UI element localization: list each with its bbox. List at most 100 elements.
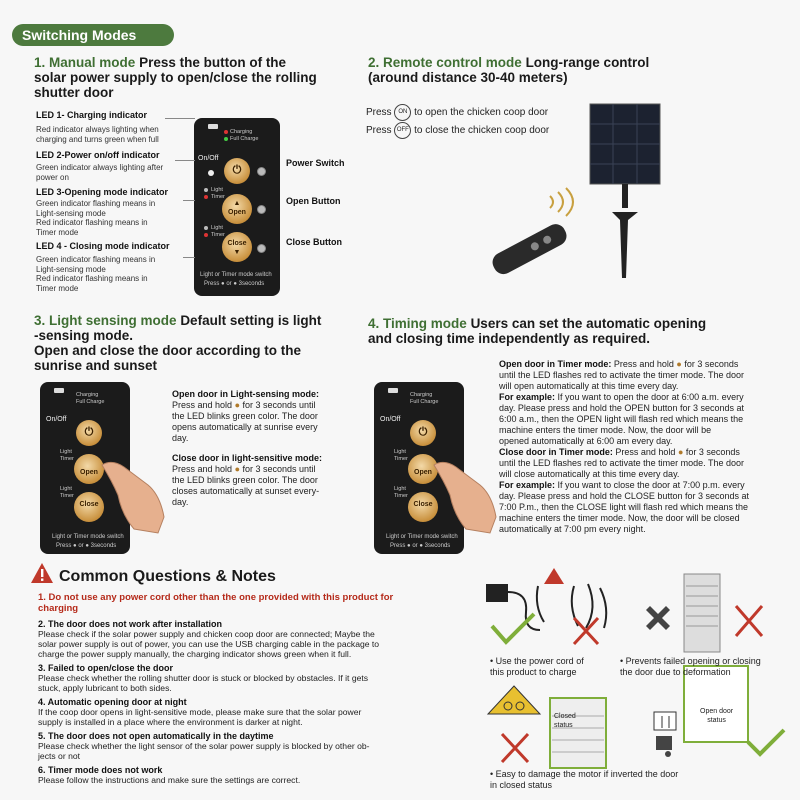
panel3-open-button[interactable]: Open bbox=[408, 454, 438, 484]
power-switch-label: Power Switch bbox=[286, 158, 345, 168]
remote-desc1: Long-range control bbox=[525, 55, 650, 70]
caution-sign-icon bbox=[486, 685, 542, 715]
panel3-light-label: Light bbox=[394, 449, 406, 455]
battery-icon bbox=[208, 124, 218, 129]
charging-led bbox=[224, 130, 228, 134]
timer-led bbox=[204, 195, 208, 199]
close-button-icon-2: ● bbox=[677, 447, 684, 457]
open-door-icon bbox=[683, 665, 749, 743]
panel3-press-instruction: Press ● or ● 3seconds bbox=[390, 543, 451, 549]
light-close-title: Close door in light-sensitive mode: bbox=[172, 453, 323, 463]
timer-led-2 bbox=[204, 233, 208, 237]
panel-timer-label-2: Timer bbox=[211, 232, 225, 238]
led4-desc3: Red indicator flashing means in bbox=[36, 274, 148, 283]
led2-title: LED 2-Power on/off indicator bbox=[36, 150, 160, 160]
timer-instructions: Open door in Timer mode: Press and hold … bbox=[499, 359, 749, 534]
close-button-icon: ● bbox=[234, 464, 240, 474]
panel2-onoff-label: On/Off bbox=[46, 416, 67, 423]
panel2-timer-label-2: Timer bbox=[60, 493, 74, 499]
timing-desc2: and closing time independently as requir… bbox=[368, 331, 651, 346]
close-button[interactable]: Close▼ bbox=[222, 232, 252, 262]
light-num: 3. bbox=[34, 313, 46, 328]
remote-off-instruction: Press OFF to close the chicken coop door bbox=[366, 122, 549, 139]
battery-icon-3 bbox=[388, 388, 398, 393]
panel-switch-label: Light or Timer mode switch bbox=[200, 272, 272, 278]
led3-leader bbox=[183, 200, 195, 201]
timing-mode-name: Timing mode bbox=[383, 316, 467, 331]
light-desc3: Open and close the door according to the bbox=[34, 343, 302, 358]
panel2-timer-label: Timer bbox=[60, 456, 74, 462]
faq-q4: 4. Automatic opening door at night bbox=[38, 697, 187, 707]
led4-leader bbox=[183, 257, 195, 258]
panel2-power-button[interactable]: ⏻ bbox=[76, 420, 102, 446]
manual-desc1: Press the button of the bbox=[139, 55, 287, 70]
light-desc2: -sensing mode. bbox=[34, 328, 134, 343]
off-icon: OFF bbox=[394, 122, 412, 139]
manual-mode-heading: 1. Manual mode Press the button of the s… bbox=[34, 55, 334, 100]
manual-desc3: shutter door bbox=[34, 85, 114, 100]
cross-icon bbox=[572, 616, 600, 646]
panel2-close-button[interactable]: Close bbox=[74, 492, 104, 522]
battery-icon-2 bbox=[54, 388, 64, 393]
timer-open-title: Open door in Timer mode: bbox=[499, 359, 612, 369]
timer-close-title: Close door in Timer mode: bbox=[499, 447, 613, 457]
panel3-full-label: Full Charge bbox=[410, 399, 439, 405]
led3-desc3: Red indicator flashing means in bbox=[36, 218, 148, 227]
cross-icon-2 bbox=[734, 605, 764, 637]
power-led bbox=[208, 170, 214, 176]
warning-icon bbox=[31, 563, 53, 583]
panel3-charging-label: Charging bbox=[410, 392, 433, 398]
solar-panel-icon bbox=[589, 103, 661, 278]
manual-mode-name: Manual mode bbox=[49, 55, 136, 70]
check-icon-2 bbox=[746, 728, 786, 757]
led3-desc1: Green indicator flashing means in bbox=[36, 199, 156, 208]
panel3-switch-label: Light or Timer mode switch bbox=[386, 534, 458, 540]
led4-title: LED 4 - Closing mode indicator bbox=[36, 241, 170, 251]
led2-leader bbox=[175, 160, 195, 161]
led1-desc1: Red indicator always lighting when bbox=[36, 125, 159, 134]
faq-title: Common Questions & Notes bbox=[59, 568, 276, 585]
light-led-2 bbox=[204, 226, 208, 230]
note-3: • Easy to damage the motor if inverted t… bbox=[490, 769, 679, 790]
panel2-light-label: Light bbox=[60, 449, 72, 455]
panel3-timer-label-2: Timer bbox=[394, 493, 408, 499]
panel-light-label-2: Light bbox=[211, 225, 223, 231]
timing-num: 4. bbox=[368, 316, 380, 331]
faq-list: 1. Do not use any power cord other than … bbox=[38, 592, 468, 785]
solar-remote-illustration bbox=[492, 103, 661, 278]
open-button[interactable]: ▲Open bbox=[222, 194, 252, 224]
signal-waves-icon bbox=[549, 187, 574, 217]
open-button-pointer bbox=[257, 205, 266, 214]
panel2-open-button[interactable]: Open bbox=[74, 454, 104, 484]
on-icon: ON bbox=[394, 104, 412, 121]
panel-press-instruction: Press ● or ● 3seconds bbox=[204, 281, 265, 287]
open-button-label: Open Button bbox=[286, 196, 341, 206]
panel2-switch-label: Light or Timer mode switch bbox=[52, 534, 124, 540]
led-descriptions: LED 1- Charging indicator Red indicator … bbox=[36, 110, 196, 293]
light-mode-name: Light sensing mode bbox=[49, 313, 177, 328]
panel3-timer-label: Timer bbox=[394, 456, 408, 462]
led3-desc2: Light-sensing mode bbox=[36, 208, 106, 218]
check-icon bbox=[490, 612, 536, 645]
panel3-power-button[interactable]: ⏻ bbox=[410, 420, 436, 446]
timing-desc1: Users can set the automatic opening bbox=[470, 316, 707, 331]
handcart-icon bbox=[656, 736, 672, 757]
remote-control-icon bbox=[492, 224, 567, 275]
led4-desc4: Timer mode bbox=[36, 283, 79, 293]
panel-timer-label-1: Timer bbox=[211, 194, 225, 200]
faq-q5: 5. The door does not open automatically … bbox=[38, 731, 274, 741]
power-button[interactable]: ⏻ bbox=[224, 158, 250, 184]
panel3-close-button[interactable]: Close bbox=[408, 492, 438, 522]
close-button-label: Close Button bbox=[286, 237, 342, 247]
led1-leader bbox=[165, 118, 195, 119]
led1-title: LED 1- Charging indicator bbox=[36, 110, 148, 120]
manual-num: 1. bbox=[34, 55, 46, 70]
light-desc1: Default setting is light bbox=[180, 313, 322, 328]
panel3-light-label-2: Light bbox=[394, 486, 406, 492]
power-switch-pointer bbox=[257, 167, 266, 176]
panel2-full-label: Full Charge bbox=[76, 399, 105, 405]
remote-desc2: (around distance 30-40 meters) bbox=[368, 70, 568, 85]
